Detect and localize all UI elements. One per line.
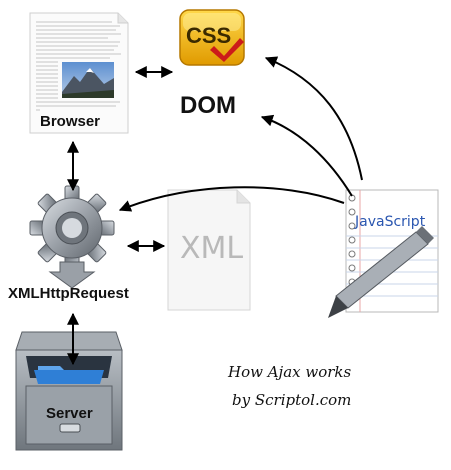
arrow-javascript-css (264, 56, 363, 181)
caption-credit: by Scriptol.com (232, 391, 351, 409)
dom-label: DOM (180, 92, 236, 119)
folder-icon (34, 370, 104, 384)
caption-title: How Ajax works (227, 363, 352, 381)
css-icon: CSS (179, 9, 245, 66)
server-cabinet-icon (15, 331, 123, 451)
server-node: Server (15, 331, 123, 451)
server-label: Server (46, 405, 93, 422)
xml-node: XML (167, 189, 251, 311)
css-node: CSS (179, 9, 245, 66)
gear-down-arrow-icon (48, 261, 96, 289)
xml-label: XML (180, 231, 243, 266)
arrow-javascript-xmlhttprequest (118, 186, 345, 212)
javascript-label: JavaScript (354, 214, 426, 230)
browser-label: Browser (40, 113, 100, 130)
pen-icon (328, 226, 434, 318)
browser-node: Browser (29, 12, 129, 134)
mountain-photo-icon (62, 62, 114, 98)
connections (67, 56, 363, 366)
arrow-javascript-dom (260, 114, 353, 197)
check-mark-icon (210, 38, 244, 62)
javascript-node: JavaScript (328, 189, 439, 318)
browser-text-lines-icon (36, 21, 121, 111)
gear-icon (29, 185, 115, 271)
xmlhttprequest-node: XMLHttpRequest (8, 185, 129, 302)
xml-page-icon (167, 189, 251, 311)
css-label: CSS (186, 23, 231, 48)
xmlhttprequest-label: XMLHttpRequest (8, 285, 129, 302)
